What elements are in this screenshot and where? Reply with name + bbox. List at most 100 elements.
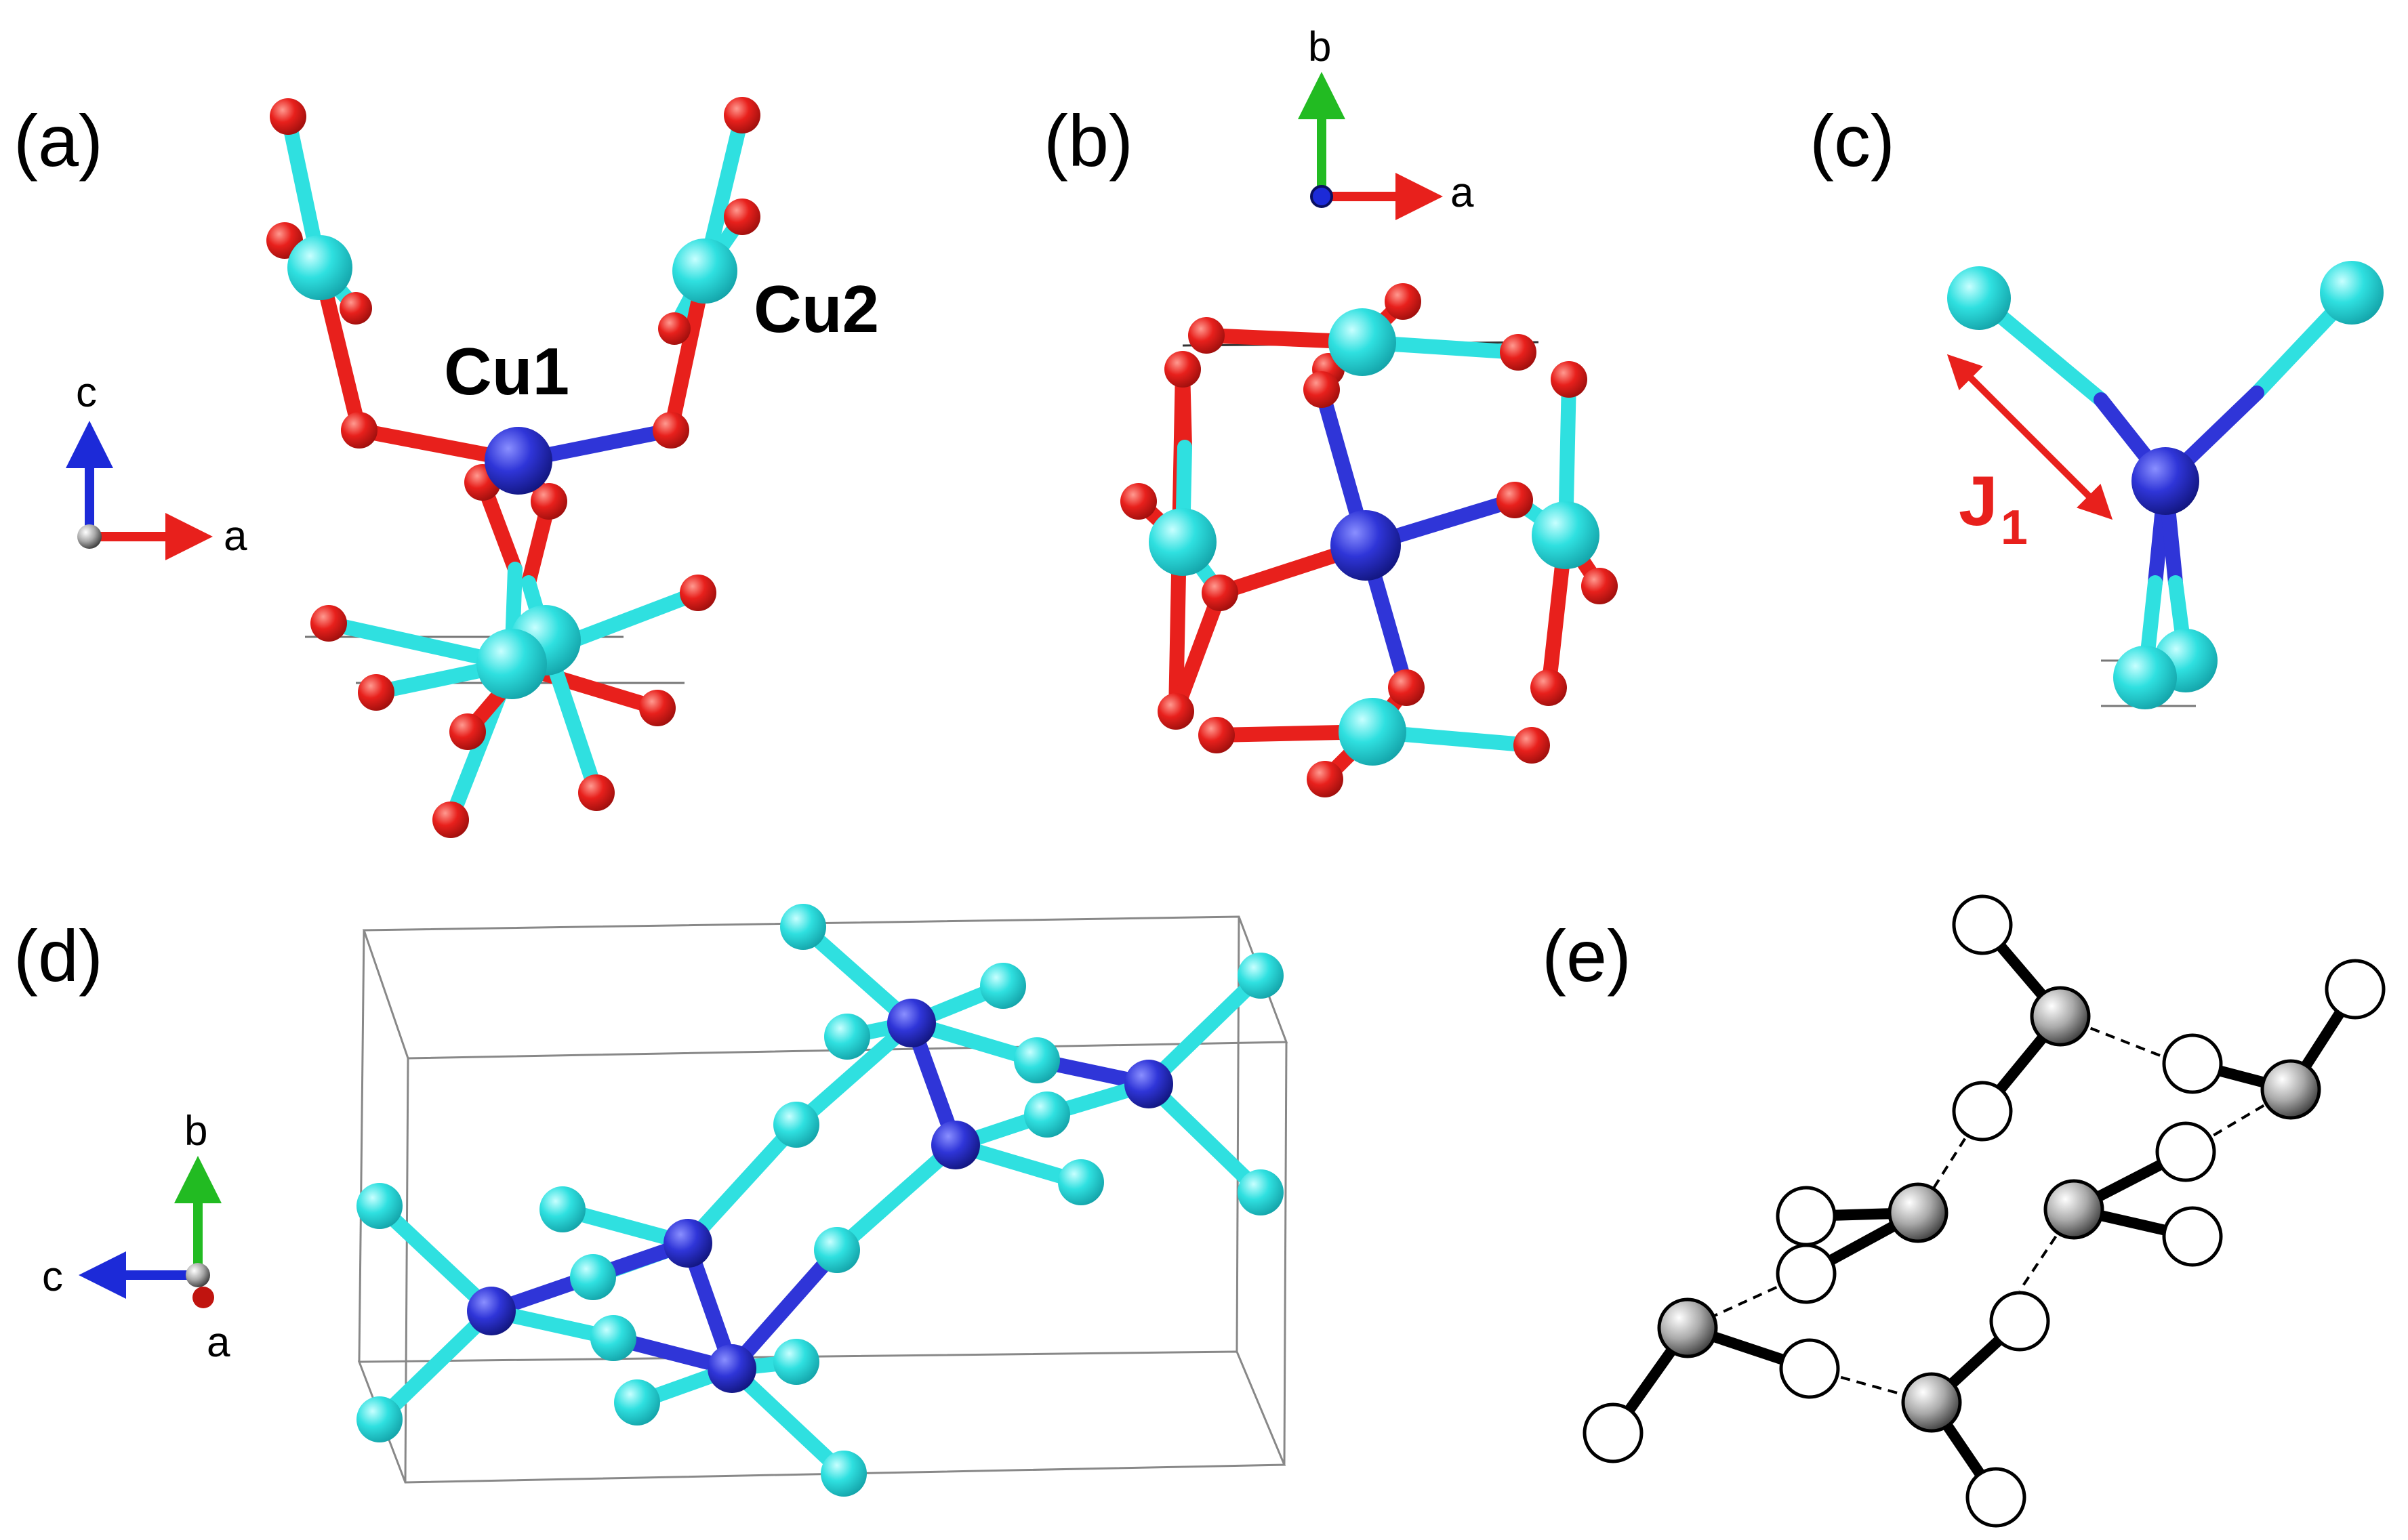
axis-a-label: a	[207, 1319, 230, 1366]
cu2-atom	[1149, 508, 1217, 576]
axis-c-label: c	[76, 369, 97, 416]
oxygen-atom	[1551, 361, 1587, 398]
unit-cell	[357, 915, 1288, 1484]
oxygen-atom	[639, 690, 676, 726]
cu2-atom	[539, 1186, 586, 1232]
panel-a: (a) c a	[14, 97, 879, 838]
axis-triad-a: c a	[66, 369, 247, 560]
empty-node	[1776, 1186, 1837, 1247]
oxygen-atom	[449, 713, 486, 750]
oxygen-atom	[432, 802, 469, 838]
panel-a-label: (a)	[14, 100, 103, 182]
cu2-atom	[1238, 1169, 1284, 1215]
cu1-atom	[1330, 510, 1401, 581]
cu2-atom	[780, 904, 826, 950]
cu1-atom	[931, 1121, 980, 1169]
cu1-atom	[664, 1219, 712, 1268]
cu2-atom	[287, 235, 352, 300]
filled-node	[2030, 986, 2091, 1047]
filled-node	[1901, 1372, 1962, 1433]
cu2-atom	[356, 1396, 403, 1442]
oxygen-atom	[1158, 693, 1194, 730]
oxygen-atom	[1513, 727, 1550, 764]
panel-b-label: (b)	[1044, 100, 1133, 182]
cu2-atom	[1947, 266, 2011, 330]
oxygen-atom	[270, 98, 306, 135]
oxygen-atom	[658, 312, 691, 345]
empty-node	[1952, 894, 2013, 955]
nodes-e	[1583, 894, 2386, 1528]
oxygen-atom	[578, 774, 615, 811]
oxygen-atom	[341, 412, 377, 449]
oxygen-atom	[1120, 483, 1157, 520]
empty-node	[2162, 1033, 2223, 1094]
cu1-atom	[467, 1287, 516, 1335]
solid-links	[1608, 919, 2361, 1503]
oxygen-atom	[653, 412, 689, 449]
atoms-d	[356, 904, 1284, 1497]
cu2-atom	[980, 963, 1026, 1009]
cu1-atom	[887, 999, 936, 1047]
cu2-atom	[590, 1315, 636, 1361]
oxygen-atom	[340, 292, 372, 325]
filled-node	[2260, 1059, 2321, 1120]
cu2-atom	[1024, 1091, 1070, 1138]
oxygen-atom	[1164, 351, 1201, 388]
filled-node	[2043, 1179, 2104, 1240]
oxygen-atom	[1496, 482, 1533, 518]
cu2-atom	[814, 1227, 860, 1273]
oxygen-atom	[724, 199, 760, 235]
oxygen-atom	[1385, 283, 1421, 320]
oxygen-atom	[358, 674, 394, 711]
empty-node	[1952, 1081, 2013, 1142]
axis-origin	[186, 1263, 210, 1287]
cu2-atom	[773, 1339, 819, 1385]
panel-e-label: (e)	[1542, 915, 1631, 997]
oxygen-atom	[1202, 575, 1238, 611]
empty-node	[2325, 959, 2386, 1020]
cu1-label: Cu1	[444, 334, 569, 409]
axis-a-label: a	[224, 513, 247, 560]
cu1-atom	[2131, 447, 2199, 515]
panel-c: (c) J1	[1810, 100, 2384, 709]
axis-a-point	[192, 1287, 214, 1308]
oxygen-atom	[531, 483, 567, 520]
oxygen-atom	[724, 97, 760, 133]
atoms-a	[266, 97, 760, 838]
cu2-atom	[672, 238, 737, 304]
filled-node	[1887, 1182, 1948, 1243]
cu2-atom	[356, 1183, 403, 1229]
cu2-atom	[2113, 646, 2177, 709]
empty-node	[1965, 1467, 2026, 1528]
atoms-c	[1947, 261, 2384, 709]
cu2-atom	[1339, 698, 1406, 766]
oxygen-atom	[680, 575, 716, 611]
empty-node	[2155, 1121, 2216, 1182]
oxygen-atom	[1581, 568, 1618, 604]
panel-b: (b) b a	[1044, 24, 1618, 797]
oxygen-atom	[1188, 317, 1225, 354]
cu2-atom	[1058, 1159, 1104, 1205]
empty-node	[1583, 1402, 1644, 1463]
oxygen-atom	[1388, 669, 1425, 706]
cu1-atom	[485, 427, 552, 495]
empty-node	[1776, 1243, 1837, 1304]
atoms-b	[1120, 283, 1618, 797]
cu2-atom	[1238, 953, 1284, 999]
panel-c-label: (c)	[1810, 100, 1895, 182]
oxygen-atom	[1198, 717, 1235, 753]
empty-node	[1989, 1291, 2050, 1352]
oxygen-atom	[1303, 371, 1340, 408]
filled-node	[1657, 1297, 1718, 1358]
axis-triad-b: b a	[1298, 24, 1474, 220]
cu2-label: Cu2	[754, 272, 879, 346]
exchange-arrow	[1946, 354, 2113, 520]
exchange-label: J1	[1959, 462, 2028, 555]
panel-d: (d) b c a	[14, 904, 1288, 1497]
cu2-atom	[773, 1102, 819, 1148]
cu2-atom	[824, 1014, 870, 1060]
cu1-atom	[708, 1344, 756, 1393]
cu2-atom	[2320, 261, 2384, 325]
panel-d-label: (d)	[14, 915, 103, 997]
